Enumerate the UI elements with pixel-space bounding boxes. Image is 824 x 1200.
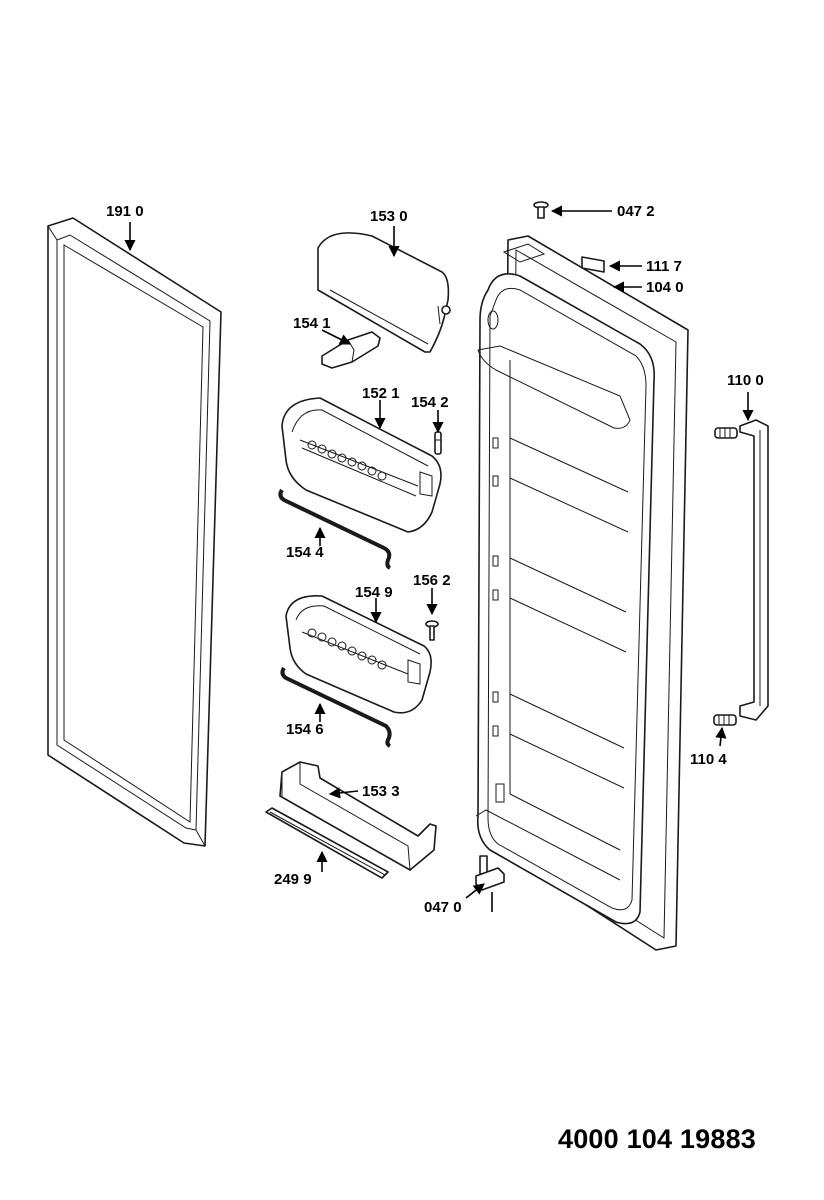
label-156-2: 156 2 <box>413 572 451 589</box>
label-047-0: 047 0 <box>424 899 462 916</box>
label-191-0: 191 0 <box>106 203 144 220</box>
screw-part <box>425 620 439 641</box>
door-handle <box>714 419 769 721</box>
upper-door-bin <box>281 397 442 533</box>
door-inner-liner <box>475 235 689 951</box>
label-153-3: 153 3 <box>362 783 400 800</box>
label-154-9: 154 9 <box>355 584 393 601</box>
upper-shelf-cover <box>317 232 451 353</box>
label-111-7: 111 7 <box>646 258 682 275</box>
label-152-1: 152 1 <box>362 385 400 402</box>
document-number: 4000 104 19883 <box>558 1124 756 1154</box>
part-labels: 191 0 153 0 154 1 152 1 154 2 154 4 154 … <box>106 203 764 916</box>
top-pin <box>533 201 549 219</box>
lower-door-bin <box>285 595 432 714</box>
upper-wire-rail <box>278 488 392 570</box>
pin-part <box>434 431 442 455</box>
label-154-1: 154 1 <box>293 315 331 332</box>
label-153-0: 153 0 <box>370 208 408 225</box>
clip-part <box>321 331 381 369</box>
label-154-4: 154 4 <box>286 544 324 561</box>
label-154-6: 154 6 <box>286 721 324 738</box>
door-gasket <box>47 217 222 847</box>
label-047-2: 047 2 <box>617 203 655 220</box>
label-249-9: 249 9 <box>274 871 312 888</box>
label-154-2: 154 2 <box>411 394 449 411</box>
bottom-shelf <box>279 761 437 871</box>
label-110-4: 110 4 <box>690 751 727 768</box>
label-110-0: 110 0 <box>727 372 764 389</box>
label-104-0: 104 0 <box>646 279 684 296</box>
bottom-hinge <box>475 855 505 912</box>
trim-strip <box>265 807 389 879</box>
cover-block <box>581 256 605 273</box>
lower-wire-rail <box>280 666 392 748</box>
leader-lines <box>124 205 754 899</box>
handle-screw <box>713 714 737 726</box>
